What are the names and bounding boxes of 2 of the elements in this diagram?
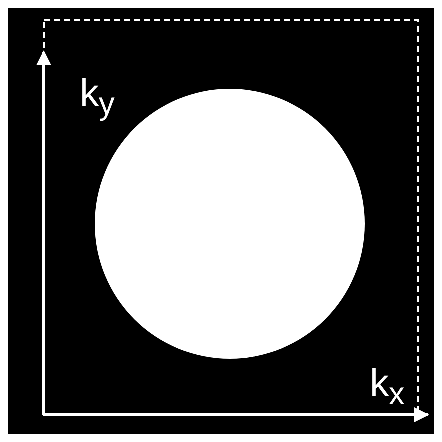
axis-label: k$_{x}$	[370, 365, 405, 410]
axis-label: k$_{y}$	[80, 75, 115, 120]
